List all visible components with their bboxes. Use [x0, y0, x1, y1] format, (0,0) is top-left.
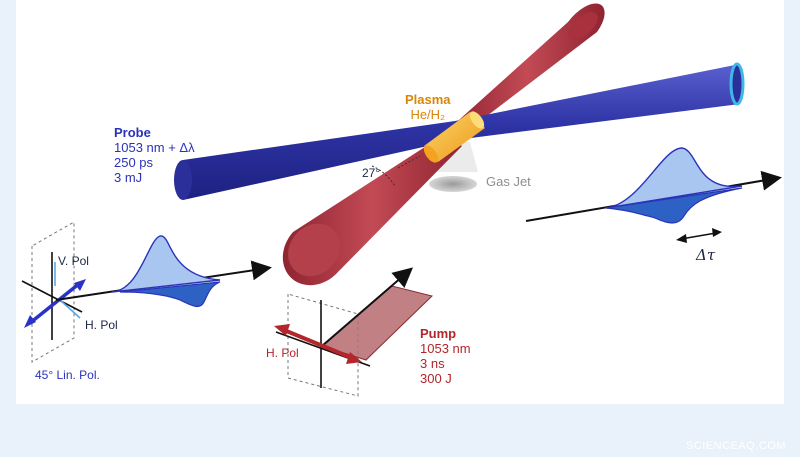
pump-energy: 300 J — [420, 371, 452, 386]
pump-title: Pump — [420, 326, 457, 341]
probe-energy: 3 mJ — [114, 170, 143, 185]
lin-pol-label: 45° Lin. Pol. — [35, 368, 100, 382]
probe-beam-right-face — [729, 62, 745, 106]
pump-beam-bottom-face — [288, 223, 340, 277]
plasma-label-block: Plasma He/H₂ — [405, 92, 451, 122]
lin-pol-arrowhead-up — [74, 279, 86, 291]
probe-beam-left-face — [174, 160, 192, 200]
delay-arrowhead-right — [712, 228, 722, 237]
angle-label: 27° — [362, 166, 381, 180]
probe-polarization-diagram — [21, 221, 272, 363]
pump-duration: 3 ns — [420, 356, 445, 371]
pump-beam-top-face — [568, 12, 598, 40]
credit-watermark: SCIENCEAQ.COM — [685, 440, 786, 452]
delay-arrowhead-left — [676, 234, 687, 243]
delayed-pulse-lower — [605, 187, 743, 224]
delay-double-arrow — [680, 232, 717, 240]
pump-polarization-diagram — [274, 267, 433, 397]
lin-pol-arrowhead-down — [24, 315, 36, 328]
pump-h-pol-label: H. Pol — [266, 346, 299, 360]
pump-h-pol-arrowhead-right — [346, 352, 362, 364]
delayed-pulse-diagram — [525, 147, 782, 243]
pump-field-plane — [322, 286, 432, 360]
angle-guide — [397, 155, 421, 169]
pump-polarization-plane — [287, 293, 359, 397]
horizontal-axis — [21, 280, 83, 313]
plasma-cylinder — [423, 111, 485, 163]
pump-wavelength: 1053 nm — [420, 341, 471, 356]
v-pol-label: V. Pol — [58, 254, 89, 268]
probe-duration: 250 ps — [114, 155, 154, 170]
pump-label-block: Pump 1053 nm 3 ns 300 J — [420, 326, 471, 386]
probe-wavelength: 1053 nm + Δλ — [114, 140, 195, 155]
angle-arc — [371, 165, 396, 187]
pump-propagation-arrow — [321, 267, 414, 347]
plasma-title: Plasma — [405, 92, 451, 107]
plasma-gas: He/H₂ — [410, 107, 446, 122]
delay-label: Δτ — [696, 246, 716, 264]
probe-title: Probe — [114, 125, 151, 140]
probe-label-block: Probe 1053 nm + Δλ 250 ps 3 mJ — [114, 125, 195, 185]
polarization-plane — [31, 221, 75, 363]
h-pol-indicator — [59, 299, 81, 319]
delayed-pulse-upper — [605, 147, 743, 209]
probe-pulse-lower — [119, 281, 221, 308]
h-pol-label: H. Pol — [85, 318, 118, 332]
gas-jet-label: Gas Jet — [486, 174, 531, 189]
pump-h-pol-vector — [283, 328, 353, 360]
probe-pulse-upper — [111, 235, 221, 293]
pump-beam-upper — [450, 3, 605, 138]
lin-pol-vector — [28, 281, 82, 325]
pump-h-pol-arrowhead-left — [274, 324, 290, 336]
